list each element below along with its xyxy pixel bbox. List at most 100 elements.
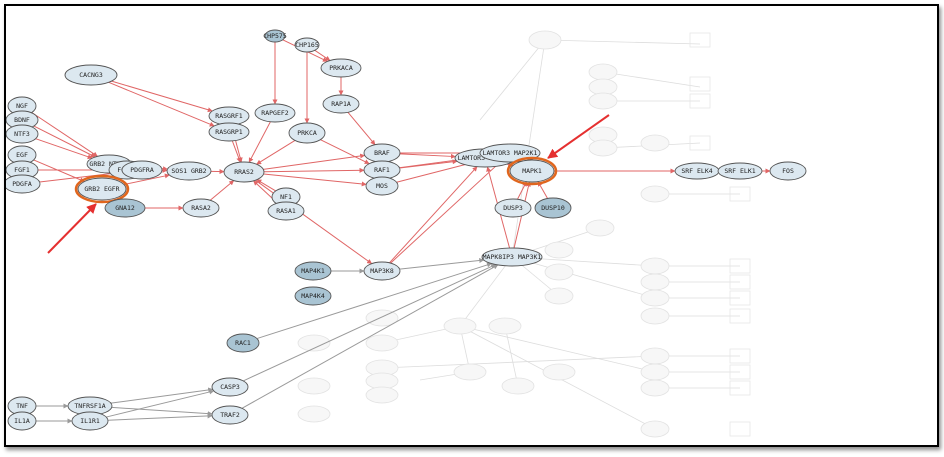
- gray-edge: [106, 389, 215, 418]
- faded-background-layer: [297, 30, 751, 438]
- node-pdgfra[interactable]: PDGFRA: [121, 160, 163, 180]
- node-cacng3[interactable]: CACNG3: [64, 64, 118, 86]
- active-edge-layer: [31, 39, 771, 265]
- node-mapk1[interactable]: MAPK1: [506, 156, 558, 186]
- node-label: RASGRP1: [215, 128, 242, 136]
- node-fos[interactable]: FOS: [769, 161, 807, 181]
- node-srf-elk1[interactable]: SRF ELK1: [717, 162, 763, 180]
- faded-edge: [504, 325, 519, 387]
- node-label: NGF: [16, 102, 28, 110]
- node-map4k1[interactable]: MAP4K1: [294, 261, 332, 281]
- gray-edge: [243, 264, 497, 382]
- node-prkca[interactable]: PRKCA: [288, 122, 326, 144]
- node-label: BDNF: [14, 116, 30, 124]
- active-edge: [256, 140, 296, 165]
- node-label: FOS: [782, 167, 794, 175]
- highlight-ring: [506, 156, 558, 186]
- node-map3k8[interactable]: MAP3K8: [363, 261, 401, 281]
- node-label: CHP165: [295, 41, 319, 49]
- node-label: PDGFRA: [130, 166, 154, 174]
- node-shape: [211, 405, 249, 425]
- node-label: RASA2: [191, 204, 211, 212]
- node-label: IL1R1: [80, 417, 100, 425]
- node-casp3[interactable]: CASP3: [211, 377, 249, 397]
- faded-edge: [544, 39, 701, 45]
- node-chp575[interactable]: CHP575: [263, 29, 287, 43]
- faded-node: [640, 347, 670, 365]
- node-shape: [481, 247, 543, 267]
- node-label: GRB2 NTRK1: [89, 160, 128, 168]
- faded-box: [729, 274, 751, 290]
- faded-node: [453, 363, 487, 381]
- active-edge: [209, 180, 235, 201]
- node-label: FGF1: [14, 166, 30, 174]
- node-rasgrp1[interactable]: RASGRP1: [208, 122, 250, 142]
- node-label: NTF3: [14, 130, 30, 138]
- active-edge: [347, 111, 376, 146]
- active-edge: [320, 139, 370, 165]
- faded-box: [729, 421, 751, 437]
- node-rac1[interactable]: RAC1: [226, 333, 260, 353]
- node-rasa2[interactable]: RASA2: [182, 198, 220, 218]
- node-shape: [363, 261, 401, 281]
- node-label: PRKCA: [297, 129, 317, 137]
- node-dusp10[interactable]: DUSP10: [534, 197, 572, 219]
- node-map4k4[interactable]: MAP4K4: [294, 286, 332, 306]
- node-dusp3[interactable]: DUSP3: [494, 198, 532, 218]
- node-grb2-egfr[interactable]: GRB2 EGFR: [74, 174, 130, 204]
- node-mapk8ip3-map3k1[interactable]: MAPK8IP3 MAP3K1: [481, 247, 543, 267]
- faded-box: [689, 76, 711, 92]
- node-rap1a[interactable]: RAP1A: [322, 94, 360, 114]
- faded-box: [689, 93, 711, 109]
- node-lamtor3-map2k1[interactable]: LAMTOR3 MAP2K1: [479, 143, 541, 163]
- node-chp165[interactable]: CHP165: [294, 37, 320, 53]
- node-label: GNA12: [115, 204, 135, 212]
- node-traf2[interactable]: TRAF2: [211, 405, 249, 425]
- node-shape: [509, 159, 555, 183]
- highlight-ring: [74, 174, 130, 204]
- faded-edge: [459, 325, 656, 373]
- node-label: TNFRSF1A: [74, 402, 105, 410]
- faded-node: [640, 273, 670, 291]
- node-gna12[interactable]: GNA12: [104, 198, 146, 218]
- node-braf[interactable]: BRAF: [363, 143, 401, 163]
- active-edge: [263, 173, 367, 187]
- node-label: TNF: [16, 402, 28, 410]
- node-pdgfa[interactable]: PDGFA: [6, 174, 41, 194]
- node-sos1-grb2[interactable]: SOS1 GRB2: [166, 161, 212, 181]
- node-ntf3[interactable]: NTF3: [6, 124, 39, 144]
- faded-node: [640, 289, 670, 307]
- faded-box: [729, 364, 751, 380]
- node-mos[interactable]: MOS: [365, 176, 399, 196]
- active-edge: [123, 173, 170, 185]
- node-il1a[interactable]: IL1A: [7, 411, 37, 431]
- gray-edge: [256, 262, 492, 340]
- node-rasgrf1[interactable]: RASGRF1: [208, 106, 250, 126]
- active-edge: [33, 125, 96, 158]
- node-label: RAPGEF2: [261, 109, 288, 117]
- faded-node: [640, 363, 670, 381]
- node-label: MAPK1: [522, 167, 542, 175]
- active-edge: [399, 153, 456, 159]
- node-shape: [294, 37, 320, 53]
- node-label: DUSP10: [541, 204, 565, 212]
- node-shape: [166, 161, 212, 181]
- faded-node: [365, 309, 399, 327]
- node-label: RAP1A: [331, 100, 351, 108]
- faded-node: [640, 134, 670, 152]
- faded-node: [588, 92, 618, 110]
- active-edge: [263, 153, 366, 170]
- node-rapgef2[interactable]: RAPGEF2: [254, 103, 296, 123]
- faded-node: [297, 334, 331, 352]
- node-prkaca[interactable]: PRKACA: [320, 58, 362, 78]
- node-shape: [211, 377, 249, 397]
- node-label: RRAS2: [234, 168, 254, 176]
- node-raf1[interactable]: RAF1: [363, 160, 401, 180]
- gray-edge: [241, 264, 499, 409]
- node-rras2[interactable]: RRAS2: [223, 161, 265, 183]
- node-il1r1[interactable]: IL1R1: [71, 411, 109, 431]
- node-shape: [208, 122, 250, 142]
- node-srf-elk4[interactable]: SRF ELK4: [674, 162, 720, 180]
- node-rasa1[interactable]: RASA1: [267, 201, 305, 221]
